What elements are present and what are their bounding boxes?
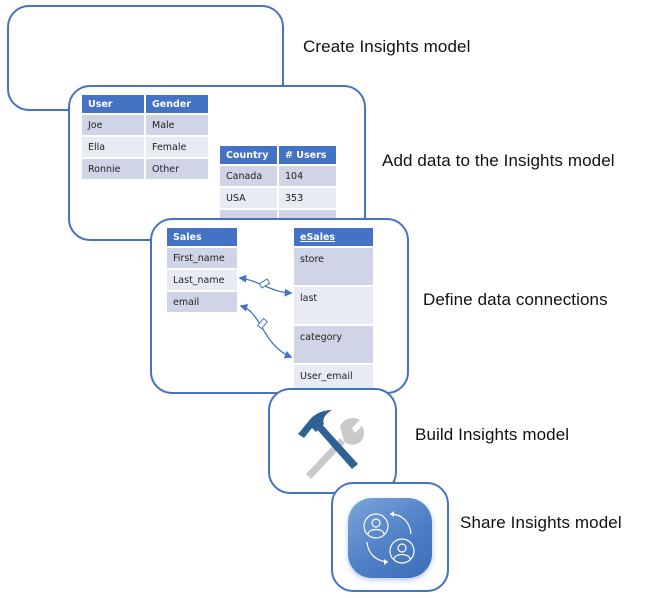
step-add-data-label: Add data to the Insights model xyxy=(382,151,615,170)
users-header-gender: Gender xyxy=(146,95,208,113)
cell: email xyxy=(167,292,237,312)
connection-link-icon xyxy=(258,278,271,289)
step-share-box xyxy=(331,482,449,592)
table-row: USA 353 xyxy=(220,188,336,208)
table-row: Ronnie Other xyxy=(82,159,208,179)
esales-header: eSales xyxy=(294,228,373,246)
cell: 353 xyxy=(279,188,336,208)
table-row: category xyxy=(294,326,373,363)
users-table: User Gender Joe Male Ella Female Ronnie … xyxy=(80,93,210,181)
cell: Ella xyxy=(82,137,144,157)
step-build-box xyxy=(268,388,397,494)
table-row: First_name xyxy=(167,248,237,268)
cell: Male xyxy=(146,115,208,135)
cell: Other xyxy=(146,159,208,179)
cell: Canada xyxy=(220,166,277,186)
cell: USA xyxy=(220,188,277,208)
esales-table: eSales store last category User_email xyxy=(292,226,375,404)
connection-email-useremail[interactable] xyxy=(239,303,293,359)
country-header-country: Country xyxy=(220,146,277,164)
cell: 104 xyxy=(279,166,336,186)
step-share-label: Share Insights model xyxy=(460,513,622,532)
cell: category xyxy=(294,326,373,363)
users-header-user: User xyxy=(82,95,144,113)
connection-link-icon xyxy=(256,317,269,330)
esales-header-text: eSales xyxy=(300,231,336,243)
step-create-label: Create Insights model xyxy=(303,37,471,56)
hammer-wrench-icon xyxy=(298,410,364,479)
share-users-icon xyxy=(348,498,432,578)
table-row: store xyxy=(294,248,373,285)
cell: store xyxy=(294,248,373,285)
table-row: last xyxy=(294,287,373,324)
cell: last xyxy=(294,287,373,324)
cell: Ronnie xyxy=(82,159,144,179)
cell: Female xyxy=(146,137,208,157)
cell: Last_name xyxy=(167,270,237,290)
cell: Joe xyxy=(82,115,144,135)
cell: First_name xyxy=(167,248,237,268)
step-connections-label: Define data connections xyxy=(423,290,608,309)
table-row: Last_name xyxy=(167,270,237,290)
country-header-users: # Users xyxy=(279,146,336,164)
table-row: Canada 104 xyxy=(220,166,336,186)
table-row: email xyxy=(167,292,237,312)
step-build-label: Build Insights model xyxy=(415,425,570,444)
table-row: Ella Female xyxy=(82,137,208,157)
table-row: Joe Male xyxy=(82,115,208,135)
sales-table: Sales First_name Last_name email xyxy=(165,226,239,314)
sales-header: Sales xyxy=(167,228,237,246)
